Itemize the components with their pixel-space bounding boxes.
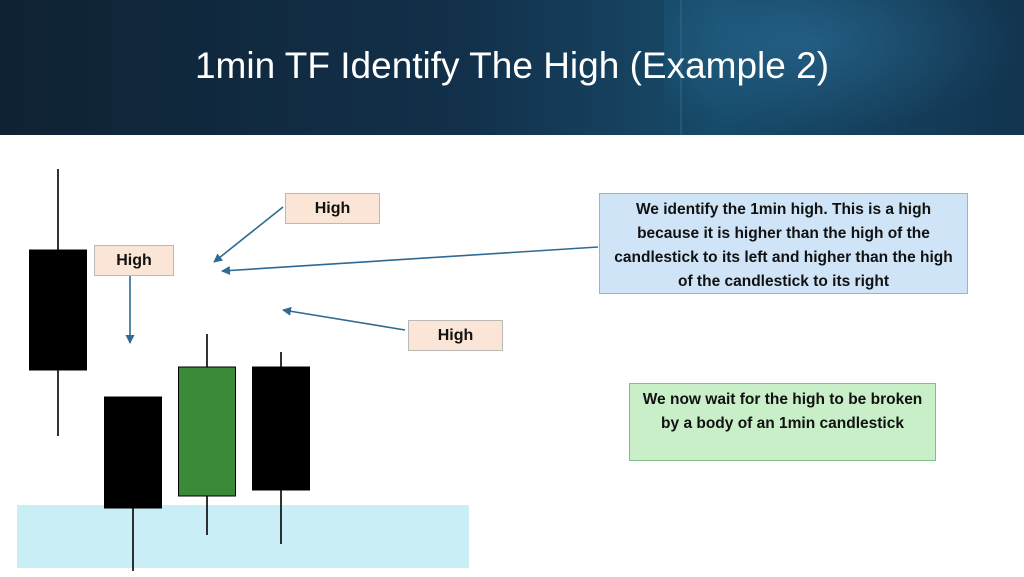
arrow-high-top	[213, 206, 284, 263]
candle-1-body	[29, 249, 87, 371]
identify-high-note: We identify the 1min high. This is a hig…	[599, 193, 968, 294]
candle-2	[104, 396, 162, 571]
candle-3-body	[178, 366, 236, 497]
support-zone	[17, 505, 469, 568]
high-label-left: High	[94, 245, 174, 276]
candlestick-diagram	[17, 169, 599, 571]
slide-title: 1min TF Identify The High (Example 2)	[194, 45, 830, 86]
candle-3	[178, 334, 236, 535]
arrow-high-note	[221, 246, 599, 275]
candle-1	[29, 169, 87, 436]
high-label-right: High	[408, 320, 503, 351]
candle-2-body	[104, 396, 162, 509]
candle-4	[252, 352, 310, 544]
arrow-high-right	[282, 306, 406, 331]
wait-break-note: We now wait for the high to be broken by…	[629, 383, 936, 461]
title-banner: 1min TF Identify The High (Example 2)	[0, 0, 1024, 135]
high-label-top: High	[285, 193, 380, 224]
candle-4-body	[252, 366, 310, 491]
